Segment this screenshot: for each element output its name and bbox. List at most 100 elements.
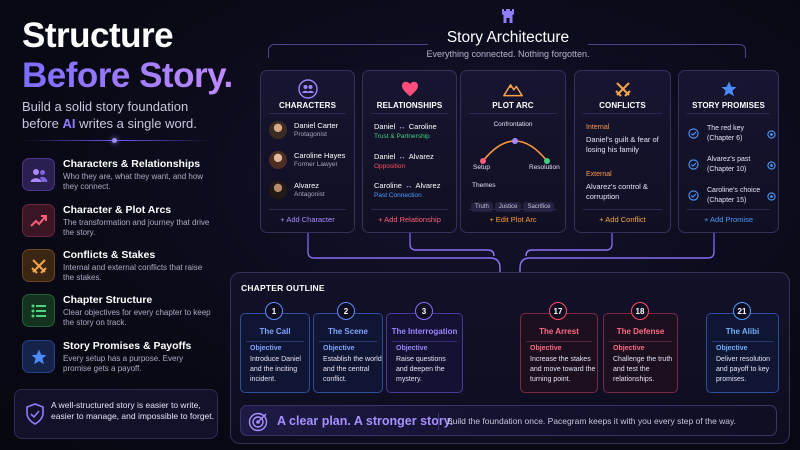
objective-label: Objective xyxy=(613,345,645,352)
trend-up-icon xyxy=(22,204,55,237)
theme-chip[interactable]: Justice xyxy=(494,202,522,212)
chapter-title: The Interrogation xyxy=(391,327,458,336)
character-role: Antagonist xyxy=(294,191,325,198)
feature-chapter-structure: Chapter Structure Clear objectives for e… xyxy=(22,294,222,330)
objective-label: Objective xyxy=(530,345,562,352)
conflict-text: Daniel's guilt & fear of losing his fami… xyxy=(586,135,659,154)
list-icon xyxy=(22,294,55,327)
add-character-button[interactable]: + Add Character xyxy=(280,215,335,224)
chapter-number: 18 xyxy=(631,302,649,320)
bracket-right xyxy=(588,44,746,58)
chapter-card[interactable]: The Arrest Objective Increase the stakes… xyxy=(520,313,598,393)
hero-subtitle-ai: AI xyxy=(62,116,76,131)
divider xyxy=(469,209,557,210)
status-dot-icon xyxy=(767,157,776,175)
chapter-card[interactable]: The Interrogation Objective Raise questi… xyxy=(386,313,463,393)
character-row[interactable]: Caroline Hayes Former Lawyer xyxy=(269,149,355,173)
chapter-number: 1 xyxy=(265,302,283,320)
theme-chip[interactable]: Truth xyxy=(471,202,493,212)
chapter-desc: Introduce Daniel and the inciting incide… xyxy=(250,356,301,383)
promise-row[interactable]: The red key(Chapter 6) xyxy=(688,124,776,150)
relationship-row[interactable]: Daniel↔Alvarez Opposition xyxy=(374,152,454,174)
hero-title: Structure Before Story. xyxy=(22,16,233,96)
heart-icon xyxy=(399,78,421,100)
chapter-title: The Alibi xyxy=(725,327,760,336)
star-icon xyxy=(718,78,740,100)
divider xyxy=(371,113,448,114)
character-role: Protagonist xyxy=(294,131,327,138)
chapter-desc: Establish the world and the central conf… xyxy=(323,356,382,383)
chapter-card[interactable]: The Scene Objective Establish the world … xyxy=(313,313,383,393)
feature-desc: The transformation and journey that driv… xyxy=(63,218,210,237)
relationship-row[interactable]: Caroline↔Alvarez Past Connection xyxy=(374,181,454,203)
promise-row[interactable]: Caroline's choice(Chapter 15) xyxy=(688,186,776,212)
users-icon xyxy=(22,158,55,191)
chapter-desc: Raise questions and deepen the mystery. xyxy=(396,356,446,383)
chapter-title: The Scene xyxy=(327,327,368,336)
rel-b: Caroline xyxy=(408,122,437,131)
character-name: Alvarez xyxy=(294,181,320,190)
rel-b: Alvarez xyxy=(415,181,441,190)
add-relationship-button[interactable]: + Add Relationship xyxy=(378,215,441,224)
external-conflict[interactable]: External Alvarez's control & corruption xyxy=(586,171,666,202)
objective-label: Objective xyxy=(396,345,428,352)
chapter-number: 21 xyxy=(733,302,751,320)
feature-title: Character & Plot Arcs xyxy=(63,204,172,216)
chapter-number: 17 xyxy=(549,302,567,320)
chapter-outline-title: CHAPTER OUTLINE xyxy=(241,283,325,293)
internal-conflict[interactable]: Internal Daniel's guilt & fear of losing… xyxy=(586,124,666,155)
chapter-card[interactable]: The Call Objective Introduce Daniel and … xyxy=(240,313,310,393)
card-title: CHARACTERS xyxy=(279,101,336,110)
banner-tagline: A clear plan. A stronger story. xyxy=(277,414,454,428)
card-title: PLOT ARC xyxy=(492,101,534,110)
promise-line2: (Chapter 6) xyxy=(707,135,743,142)
chapter-title: The Call xyxy=(259,327,291,336)
divider xyxy=(609,341,672,342)
themes-label: Themes xyxy=(472,182,496,189)
feature-desc: Every setup has a purpose. Every promise… xyxy=(63,354,184,373)
edit-plot-arc-button[interactable]: + Edit Plot Arc xyxy=(489,215,537,224)
character-role: Former Lawyer xyxy=(294,161,338,168)
check-circle-icon xyxy=(688,126,699,144)
promise-row[interactable]: Alvarez's past(Chapter 10) xyxy=(688,155,776,181)
divider xyxy=(319,341,377,342)
character-row[interactable]: Daniel Carter Protagonist xyxy=(269,119,355,143)
status-dot-icon xyxy=(767,126,776,144)
arc-label-resolution: Resolution xyxy=(529,164,560,171)
divider xyxy=(583,209,662,210)
add-promise-button[interactable]: + Add Promise xyxy=(704,215,753,224)
status-dot-icon xyxy=(767,188,776,206)
feature-conflicts-stakes: Conflicts & Stakes Internal and external… xyxy=(22,249,222,285)
check-circle-icon xyxy=(688,157,699,175)
divider xyxy=(687,113,770,114)
story-promises-card: STORY PROMISES The red key(Chapter 6) Al… xyxy=(678,70,779,233)
mountain-icon xyxy=(502,78,524,100)
plot-arc-card: PLOT ARC Confrontation Setup Resolution … xyxy=(460,70,566,233)
rel-b: Alvarez xyxy=(408,152,434,161)
chapter-desc: Challenge the truth and test the relatio… xyxy=(613,356,673,383)
quote-text: A well-structured story is easier to wri… xyxy=(51,400,215,421)
promise-line1: Alvarez's past xyxy=(707,156,751,163)
hero-subtitle-text-end: writes a single word. xyxy=(75,116,197,131)
chapter-title: The Defense xyxy=(616,327,665,336)
promise-line2: (Chapter 15) xyxy=(707,197,747,204)
theme-chip[interactable]: Sacrifice xyxy=(523,202,555,212)
chapter-card[interactable]: The Defense Objective Challenge the trut… xyxy=(603,313,678,393)
chapter-card[interactable]: The Alibi Objective Deliver resolution a… xyxy=(706,313,779,393)
avatar xyxy=(269,121,287,139)
feature-title: Characters & Relationships xyxy=(63,158,201,170)
banner-description: Build the foundation once. Pacegram keep… xyxy=(447,416,737,426)
relationship-row[interactable]: Daniel↔Caroline Trust & Partnership xyxy=(374,122,454,144)
arc-label-confrontation: Confrontation xyxy=(493,121,533,128)
divider xyxy=(246,341,304,342)
feature-desc: Clear objectives for every chapter to ke… xyxy=(63,308,211,327)
double-arrow-icon: ↔ xyxy=(398,122,406,131)
character-row[interactable]: Alvarez Antagonist xyxy=(269,179,355,203)
add-conflict-button[interactable]: + Add Conflict xyxy=(599,215,646,224)
conflict-text: Alvarez's control & corruption xyxy=(586,182,648,201)
rel-a: Caroline xyxy=(374,181,402,190)
divider xyxy=(371,209,448,210)
relationship-status: Past Connection xyxy=(374,192,422,199)
chapter-number: 3 xyxy=(415,302,433,320)
